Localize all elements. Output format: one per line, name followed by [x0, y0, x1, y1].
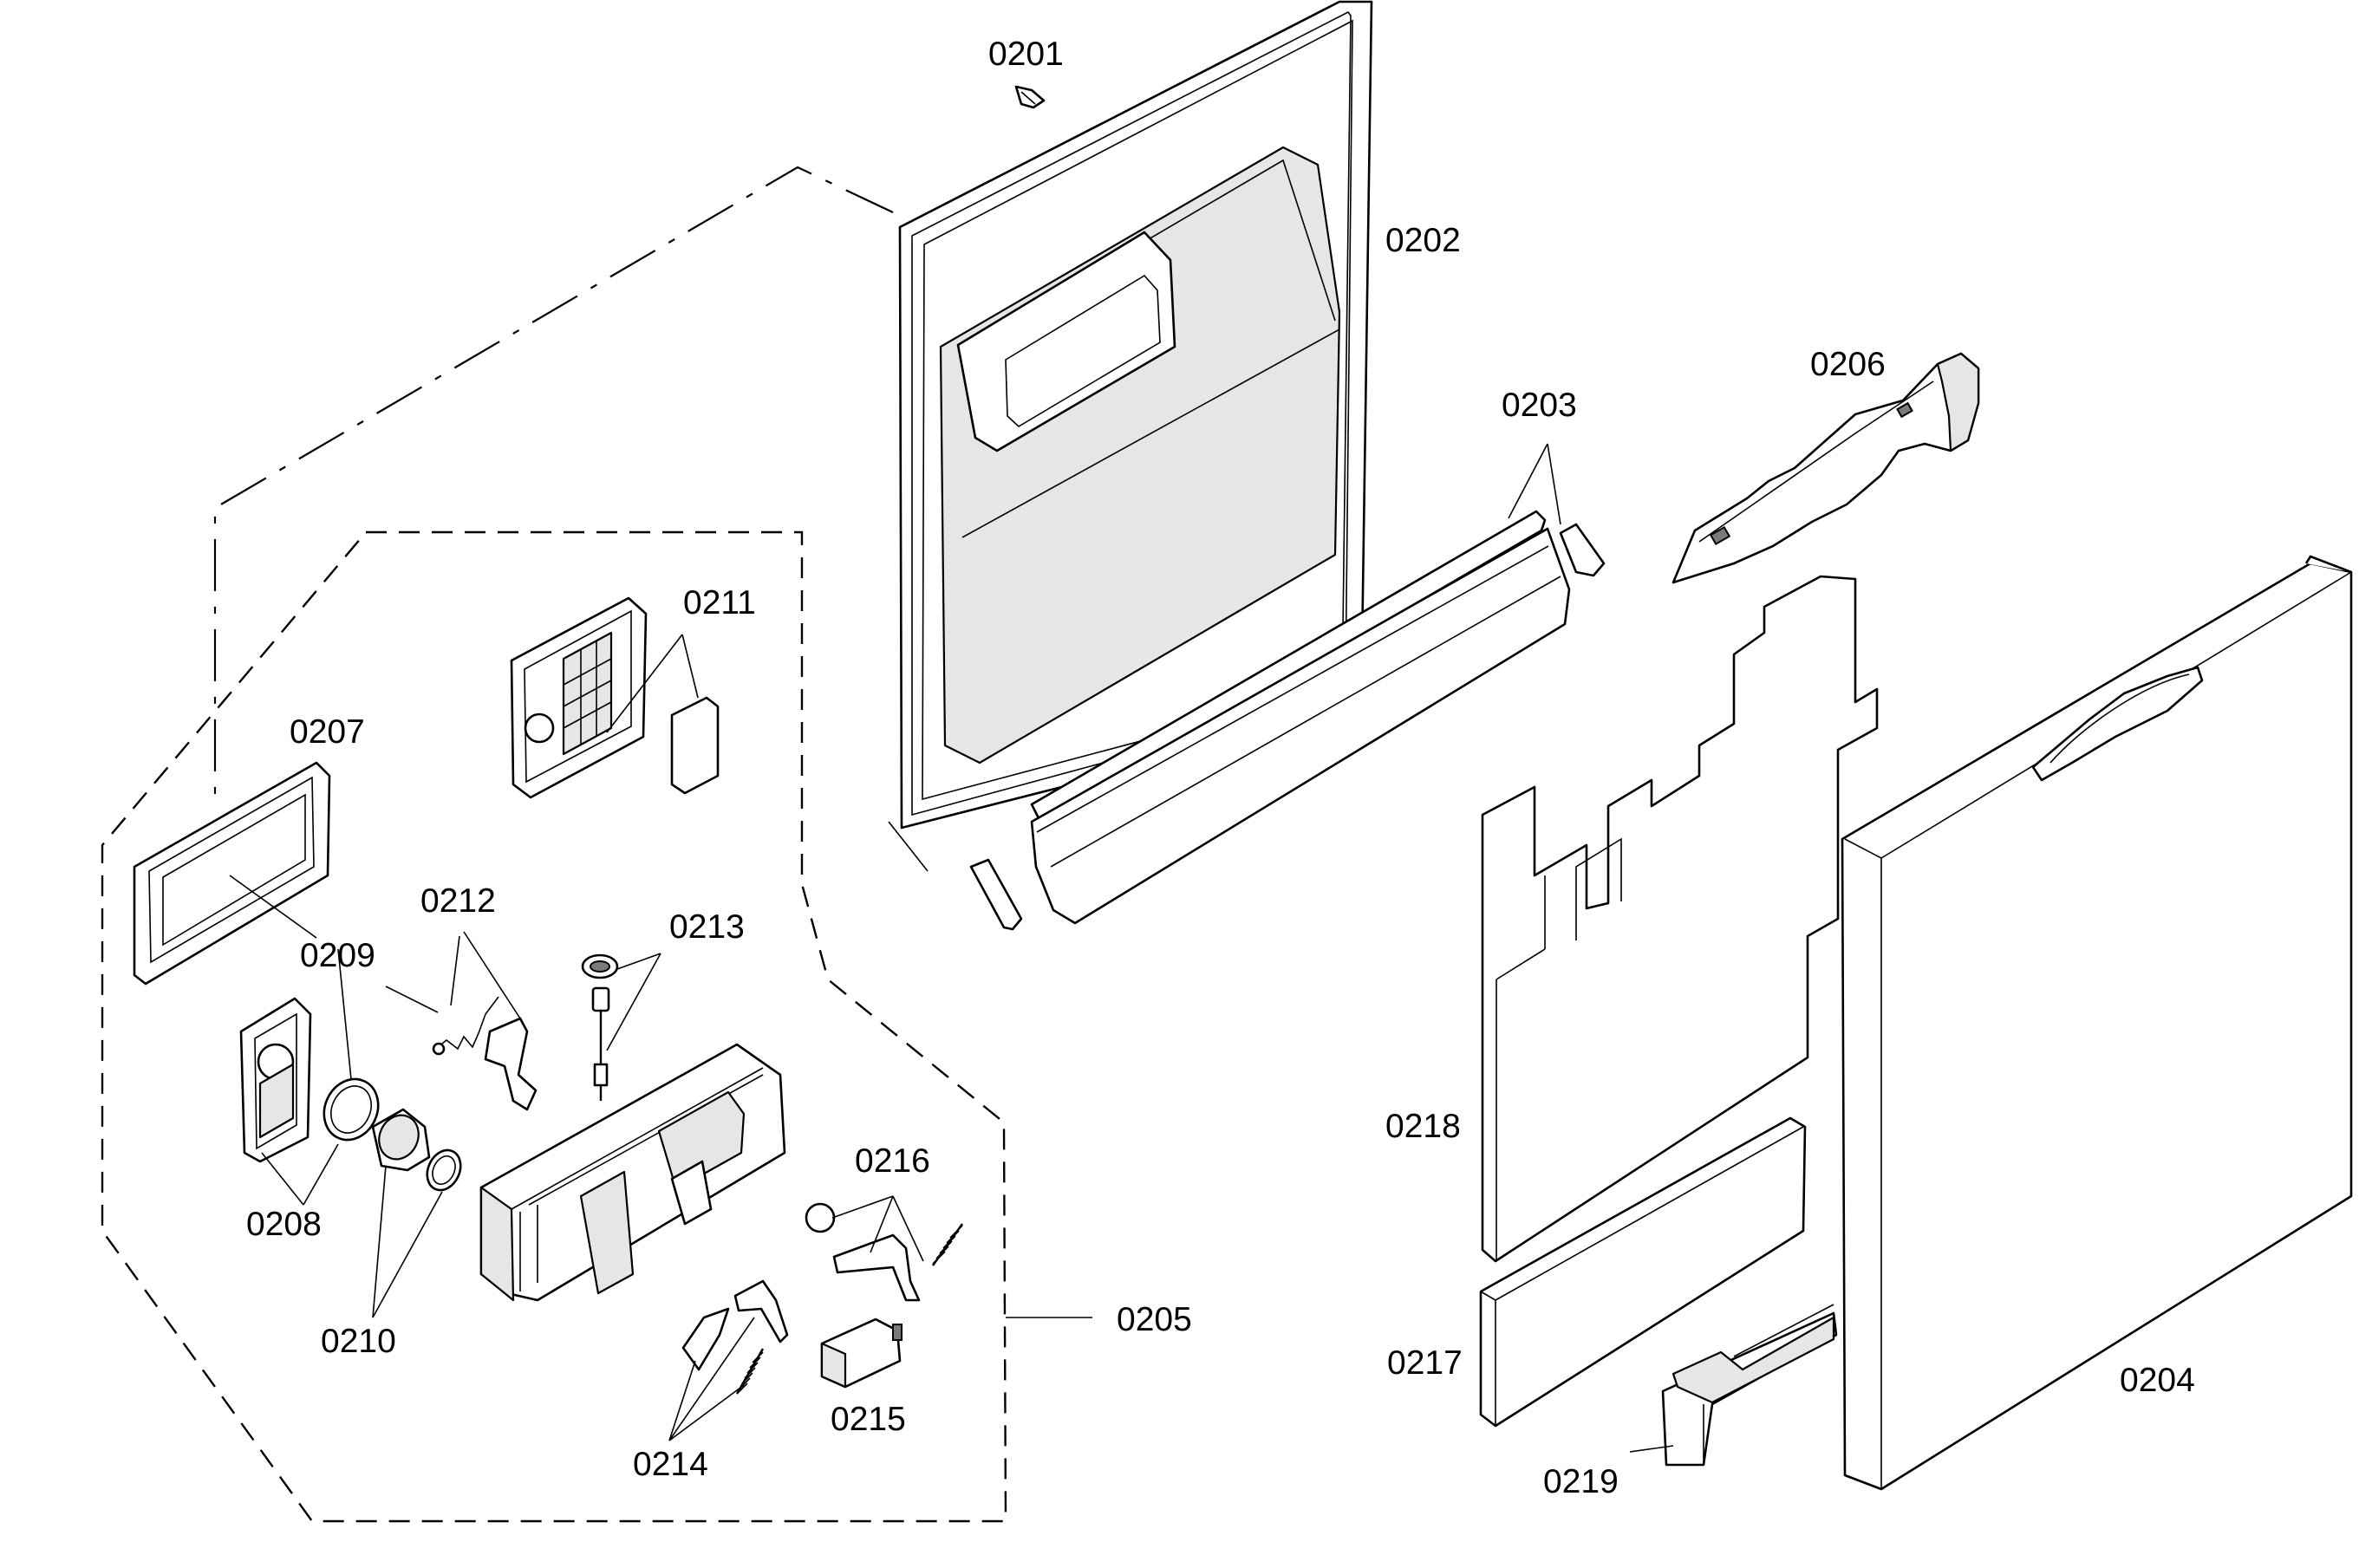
spring-latch-0212	[432, 996, 538, 1111]
label-0212: 0212	[420, 882, 496, 920]
dispenser-cover-0211	[510, 596, 720, 799]
gasket-ring-0209	[323, 1077, 380, 1142]
label-0213: 0213	[669, 908, 745, 946]
part-labels: 0201 0202 0203 0206 0211 0207 0212 0213 …	[246, 36, 2195, 1500]
trim-strip-0203	[969, 510, 1606, 931]
label-0209: 0209	[300, 937, 375, 974]
label-0204: 0204	[2120, 1362, 2195, 1399]
rinse-aid-cap-0210	[371, 1108, 462, 1192]
label-0214: 0214	[633, 1446, 708, 1483]
label-0215: 0215	[831, 1401, 906, 1438]
label-0216: 0216	[855, 1142, 930, 1180]
label-0208: 0208	[246, 1206, 322, 1243]
kick-plate-0219	[1661, 1304, 1838, 1467]
label-0202: 0202	[1385, 222, 1461, 259]
inner-door-0202	[898, 0, 1373, 830]
label-0211: 0211	[683, 584, 756, 621]
leader-lines	[229, 443, 1674, 1453]
label-0201: 0201	[988, 36, 1064, 73]
levers-springs-0214	[681, 1279, 789, 1395]
label-0203: 0203	[1502, 387, 1577, 424]
lower-insulation-strip-0217	[1479, 1116, 1807, 1428]
dispenser-assembly-boundary-0205	[101, 530, 1007, 1523]
label-0219: 0219	[1543, 1463, 1619, 1500]
gasket-frame-0207	[133, 761, 331, 986]
label-0218: 0218	[1385, 1108, 1461, 1145]
label-0207: 0207	[290, 713, 365, 751]
door-assembly-phantom-outline	[213, 166, 894, 806]
dispenser-housing-0205	[479, 1043, 786, 1302]
label-0205: 0205	[1117, 1301, 1192, 1338]
pin-grommet-0213	[581, 953, 619, 1101]
dispenser-lid-0208	[239, 997, 312, 1163]
hinge-bracket-0206	[1671, 352, 1980, 584]
label-0217: 0217	[1387, 1344, 1463, 1382]
insulation-panel-0218	[1481, 575, 1879, 1263]
label-0206: 0206	[1810, 346, 1886, 383]
label-0210: 0210	[321, 1323, 396, 1360]
switch-0215	[820, 1318, 903, 1389]
outer-door-panel-0204	[1841, 555, 2353, 1491]
clip-0201	[1014, 85, 1046, 109]
